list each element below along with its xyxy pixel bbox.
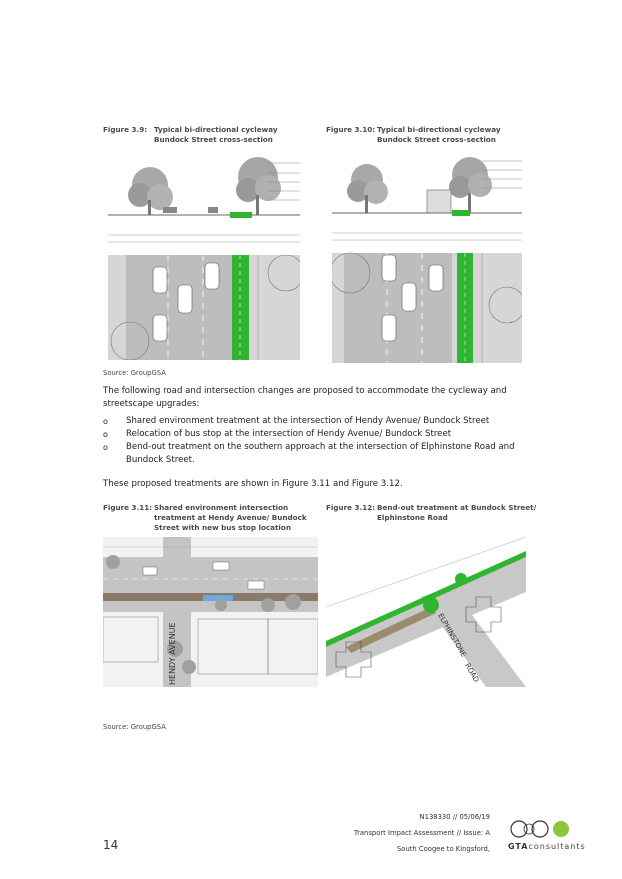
bend-out-plan-image: ELPHINSTONE ROAD xyxy=(326,537,526,687)
footer-report-title: Transport Impact Assessment // Issue: A xyxy=(353,829,490,837)
logo-wordmark: GTAconsultants xyxy=(508,842,586,851)
figure-title-line: Elphinstone Road xyxy=(377,513,448,522)
company-logo xyxy=(505,817,595,857)
figure-3-11-caption: Figure 3.11: Shared environment intersec… xyxy=(103,503,323,532)
source-note: Source: GroupGSA xyxy=(103,723,166,731)
bullet-marker: o xyxy=(103,430,108,439)
figure-title-line: Typical bi-directional cycleway xyxy=(154,125,278,134)
list-item: o Shared environment treatment at the int… xyxy=(103,415,543,428)
figure-number: Figure 3.9: xyxy=(103,125,148,134)
source-note: Source: GroupGSA xyxy=(103,369,166,377)
logo-circles-icon xyxy=(510,820,569,838)
logo-wordmark-bold: GTA xyxy=(508,842,529,851)
figure-title-line: Street with new bus stop location xyxy=(154,523,291,532)
page-number: 14 xyxy=(103,838,119,852)
footer-project: South Coogee to Kingsford, xyxy=(396,845,490,853)
hendy-avenue-label: HENDY AVENUE xyxy=(168,622,177,685)
figure-title-line: Bundock Street cross-section xyxy=(377,135,496,144)
intersection-plan-image: HENDY AVENUE xyxy=(103,537,318,687)
figure-title-line: Bend-out treatment at Bundock Street/ xyxy=(377,503,537,512)
bullet-marker: o xyxy=(103,443,108,452)
cross-section-plan-image xyxy=(108,155,300,360)
figure-title-line: Typical bi-directional cycleway xyxy=(377,125,501,134)
list-item: o Bend-out treatment on the southern appr… xyxy=(103,441,543,467)
figure-number: Figure 3.10: xyxy=(326,125,376,134)
list-item: o Relocation of bus stop at the intersect… xyxy=(103,428,543,441)
figure-3-10-drawing xyxy=(332,155,522,363)
intro-paragraph: The following road and intersection chan… xyxy=(103,386,507,409)
figure-3-9-caption: Figure 3.9: Typical bi-directional cycle… xyxy=(103,125,323,144)
figure-title-line: Bundock Street cross-section xyxy=(154,135,273,144)
list-item-text: Shared environment treatment at the inte… xyxy=(126,416,490,426)
figure-number: Figure 3.11: xyxy=(103,503,153,512)
figure-3-9-drawing xyxy=(108,155,300,360)
bullet-marker: o xyxy=(103,417,108,426)
cross-section-plan-image xyxy=(332,155,522,363)
list-item-text: Relocation of bus stop at the intersecti… xyxy=(126,429,452,439)
logo-wordmark-rest: consultants xyxy=(528,842,586,851)
figures-reference-paragraph: These proposed treatments are shown in F… xyxy=(103,479,403,489)
figure-3-12-drawing: ELPHINSTONE ROAD xyxy=(326,537,526,687)
list-item-text: Bend-out treatment on the southern appro… xyxy=(126,442,515,465)
figure-title-line: Shared environment intersection xyxy=(154,503,289,512)
footer-reference: N138330 // 05/06/19 xyxy=(419,813,490,821)
figure-3-11-drawing: HENDY AVENUE xyxy=(103,537,318,687)
figure-title-line: treatment at Hendy Avenue/ Bundock xyxy=(154,513,307,522)
figure-3-12-caption: Figure 3.12: Bend-out treatment at Bundo… xyxy=(326,503,546,522)
proposed-changes-list: o Shared environment treatment at the int… xyxy=(103,415,543,467)
figure-3-10-caption: Figure 3.10: Typical bi-directional cycl… xyxy=(326,125,546,144)
figure-number: Figure 3.12: xyxy=(326,503,376,512)
